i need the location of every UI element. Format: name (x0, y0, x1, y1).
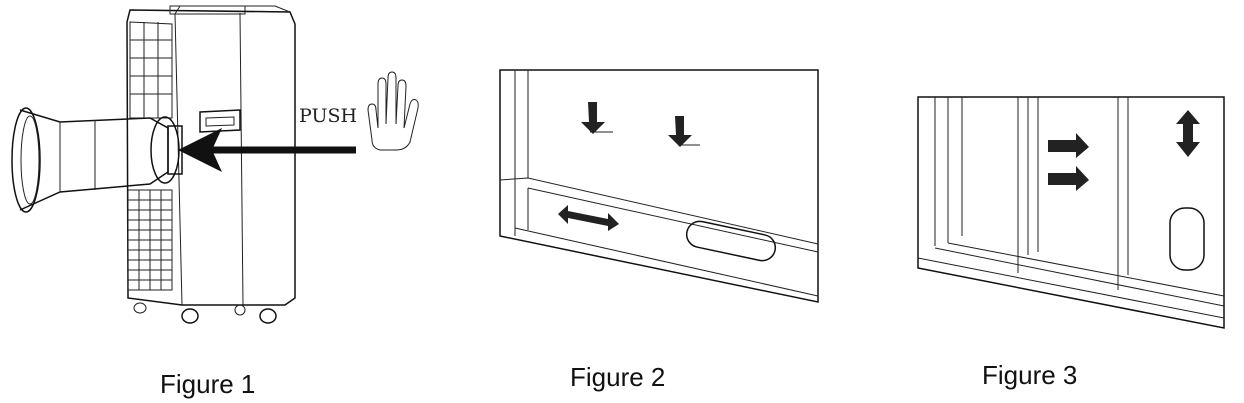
right-arrow-icon (1048, 166, 1089, 191)
caster-wheels (133, 302, 277, 324)
figure-3-illustration (917, 96, 1225, 329)
window-slider-panel (527, 188, 777, 262)
air-conditioner-unit (126, 5, 296, 324)
figure-1-illustration: PUSH (11, 5, 419, 324)
figure-1-caption: Figure 1 (160, 369, 256, 399)
exhaust-hose (11, 107, 183, 213)
figure-2-caption: Figure 2 (570, 362, 666, 392)
sliding-window-frame (917, 96, 1225, 329)
double-arrow-icon (558, 205, 619, 231)
down-arrow-icon (668, 116, 700, 147)
push-arrow-icon (178, 128, 356, 172)
right-arrow-icon (1048, 133, 1089, 158)
window-frame (499, 69, 819, 303)
figure-2-illustration (499, 69, 819, 303)
down-arrow-icon (581, 102, 613, 134)
hand-icon (367, 71, 419, 151)
figure-3-caption: Figure 3 (982, 360, 1078, 390)
vertical-double-arrow-icon (1176, 110, 1200, 157)
window-slider-panel (1169, 207, 1205, 271)
upper-vent-grille (129, 21, 173, 119)
lower-vent-grille (127, 189, 173, 291)
push-label: PUSH (299, 105, 357, 127)
side-handle (199, 109, 241, 133)
